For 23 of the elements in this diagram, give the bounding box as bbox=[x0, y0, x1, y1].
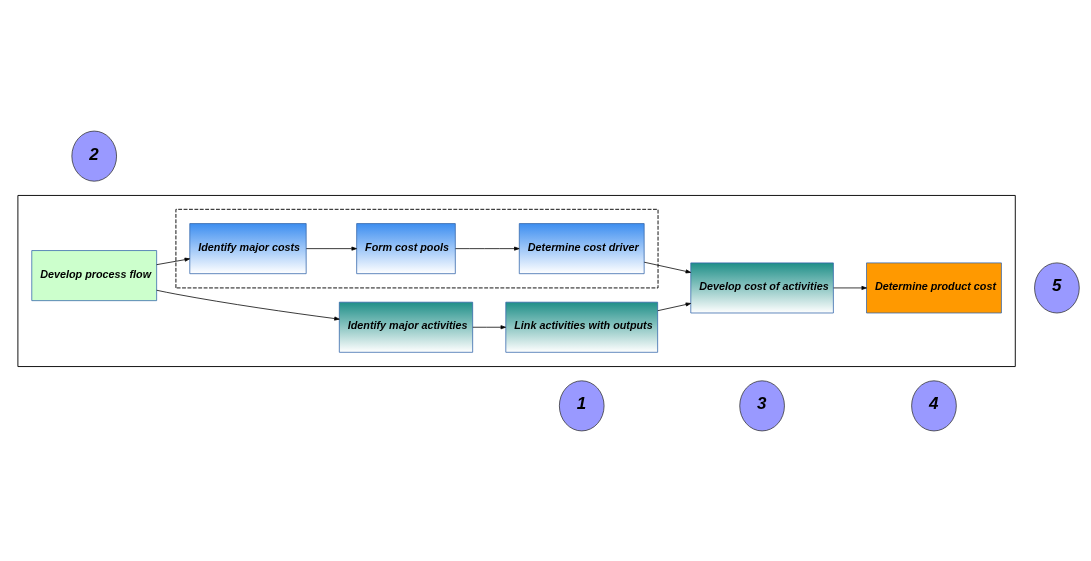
cluster bbox=[17, 194, 1016, 367]
node-box: Link activities with outputs bbox=[505, 301, 659, 353]
arrow bbox=[643, 261, 691, 273]
node-box: Form cost pools bbox=[356, 222, 456, 274]
arrow bbox=[305, 246, 357, 251]
node-ellipse: 1 bbox=[559, 379, 605, 431]
arrow bbox=[156, 257, 190, 265]
arrow bbox=[455, 246, 520, 251]
node-ellipse: 5 bbox=[1034, 262, 1080, 313]
node-box: Develop cost of activities bbox=[690, 262, 834, 313]
node-ellipse: 3 bbox=[739, 379, 785, 431]
arrow bbox=[833, 285, 867, 290]
node-box: Determine cost driver bbox=[518, 222, 645, 274]
node-ellipse: 2 bbox=[71, 130, 117, 182]
node-box: Identify major costs bbox=[189, 222, 307, 274]
node-box: Develop process flow bbox=[31, 249, 158, 301]
node-ellipse: 4 bbox=[911, 379, 957, 431]
arrow bbox=[657, 302, 692, 311]
arrow bbox=[472, 324, 506, 329]
arrow bbox=[156, 289, 340, 321]
node-box: Identify major activities bbox=[338, 301, 474, 353]
cluster bbox=[175, 208, 659, 288]
node-box: Determine product cost bbox=[866, 262, 1002, 313]
